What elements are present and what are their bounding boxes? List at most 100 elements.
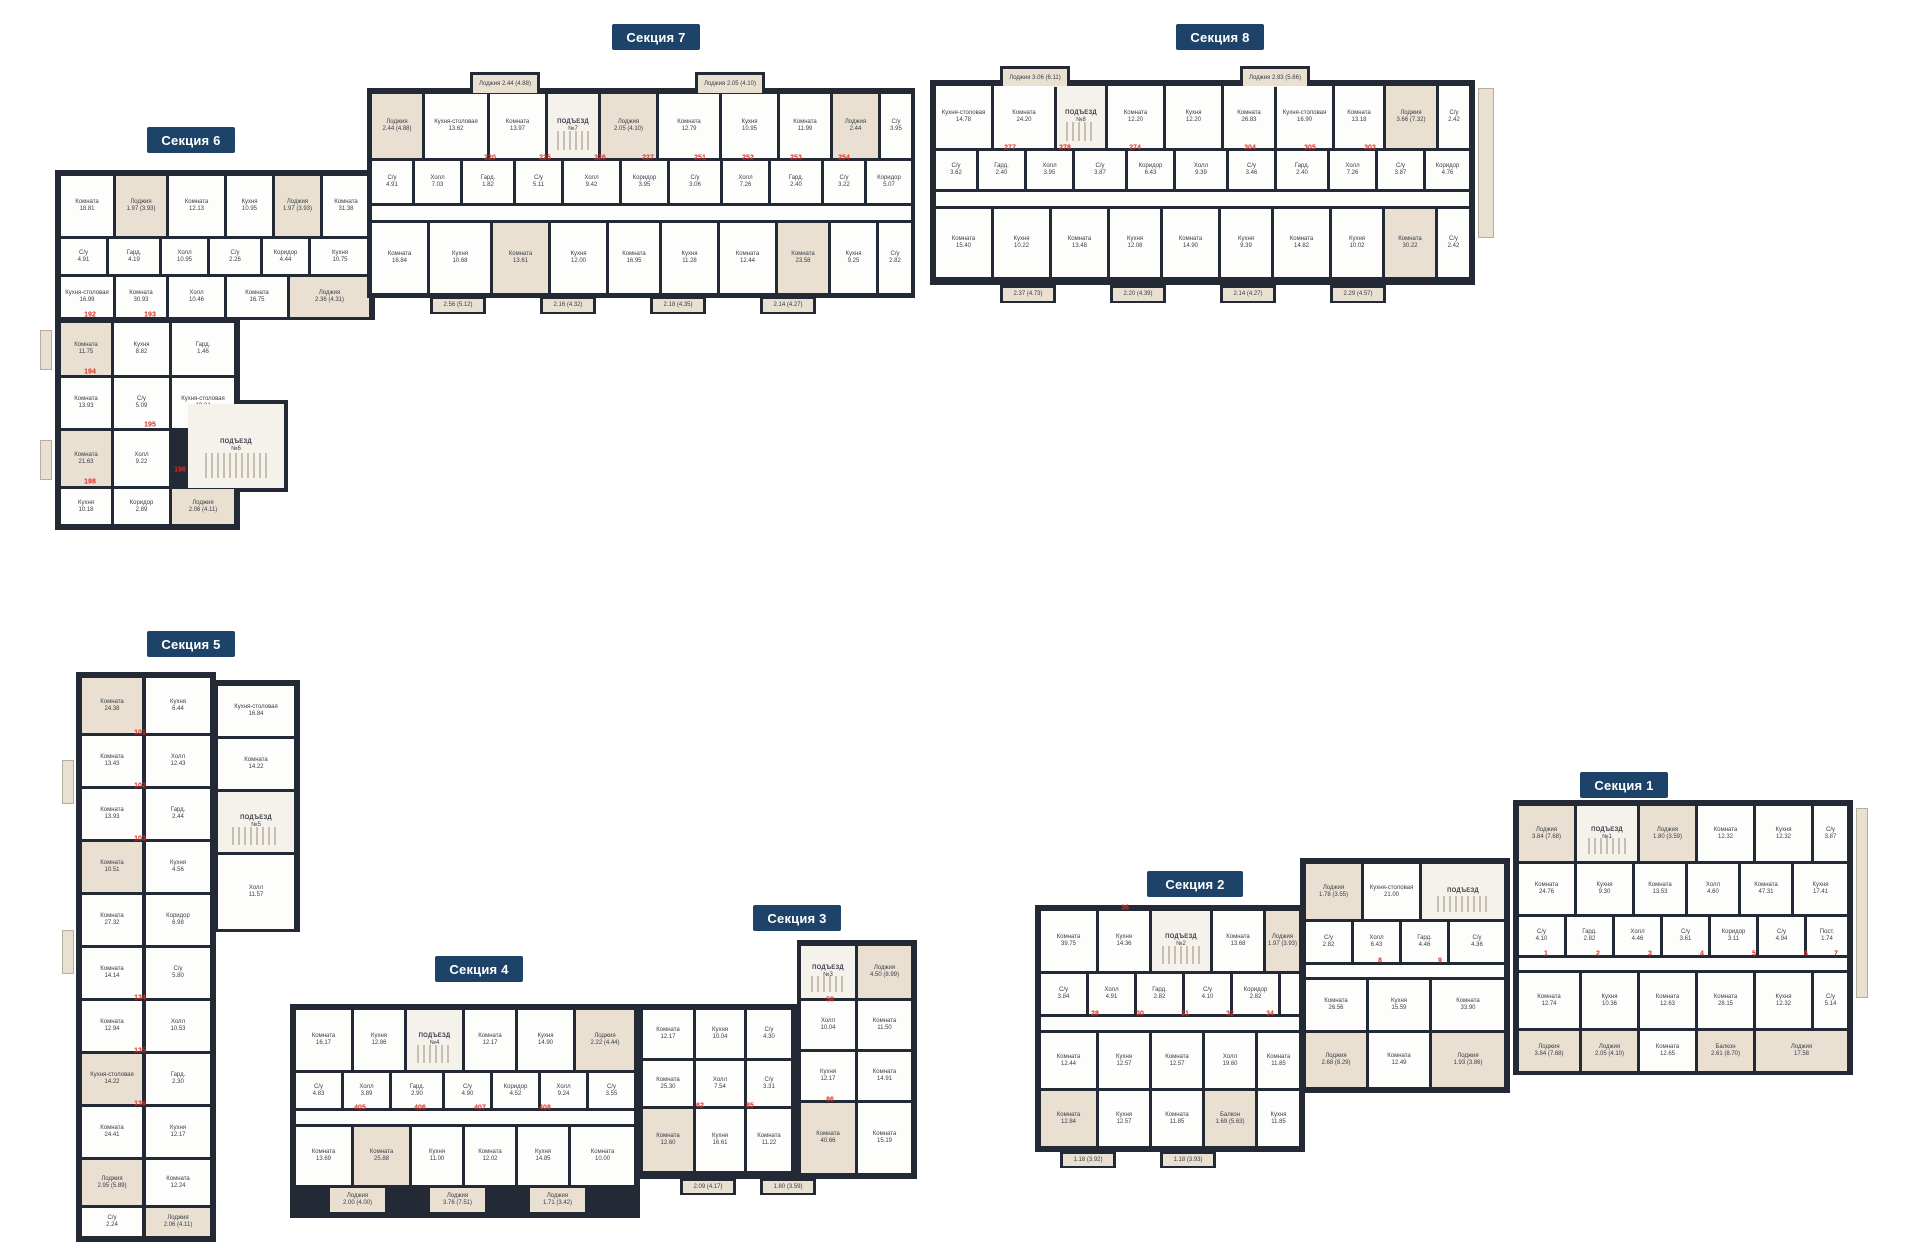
apartment-number[interactable]: 220 xyxy=(484,154,496,162)
apartment-number[interactable]: 304 xyxy=(1244,144,1256,152)
apartment-number[interactable]: 8 xyxy=(1378,957,1382,965)
room-area: 3.95 xyxy=(638,182,651,188)
apartment-number[interactable]: 195 xyxy=(144,421,156,429)
room-area: 3.87 xyxy=(1824,833,1837,840)
apartment-number[interactable]: 32 xyxy=(1226,1010,1234,1018)
apartment-number[interactable]: 194 xyxy=(84,368,96,376)
apartment-number[interactable]: 85 xyxy=(746,1102,754,1110)
apartment-number[interactable]: 278 xyxy=(1059,144,1071,152)
room-area: 4.19 xyxy=(128,256,140,263)
room xyxy=(1281,974,1299,1014)
room-label: Лоджия xyxy=(1322,884,1345,891)
room-label: Балкон xyxy=(1219,1111,1241,1118)
apartment-number[interactable]: 7 xyxy=(1834,950,1838,958)
room-area: 2.42 xyxy=(1448,117,1460,123)
room-label: Комната xyxy=(1456,998,1480,1004)
section-title: Секция 3 xyxy=(753,905,841,931)
apartment-number[interactable]: 405 xyxy=(354,1104,366,1112)
apartment-number[interactable]: 9 xyxy=(1438,957,1442,965)
room-label: Кухня xyxy=(451,251,469,257)
apartment-number[interactable]: 86 xyxy=(826,1096,834,1104)
room-area: №8 xyxy=(1076,117,1086,123)
room: Гард.2.90 xyxy=(392,1073,442,1108)
apartment-number[interactable]: 254 xyxy=(838,154,850,162)
apartment-number[interactable]: 5 xyxy=(1752,950,1756,958)
room-label: Гард. xyxy=(409,1083,425,1090)
room-label: Комната xyxy=(1289,236,1314,242)
balcony-outline xyxy=(40,440,52,480)
apartment-number[interactable]: 31 xyxy=(1181,1010,1189,1018)
apartment-number[interactable]: 251 xyxy=(694,154,706,162)
apartment-number[interactable]: 406 xyxy=(414,1104,426,1112)
apartment-number[interactable]: 303 xyxy=(1364,144,1376,152)
apartment-number[interactable]: 103 xyxy=(134,835,146,843)
room-label: Комната xyxy=(656,1076,680,1083)
room-area: 12.57 xyxy=(1116,1118,1132,1125)
apartment-number[interactable]: 28 xyxy=(1091,1010,1099,1018)
apartment-number[interactable]: 2 xyxy=(1596,950,1600,958)
room-label: Коридор xyxy=(166,913,190,919)
apartment-number[interactable]: 253 xyxy=(790,154,802,162)
room: Лоджия 3.06 (6.11) xyxy=(1003,69,1067,87)
room-area: 3.76 (7.51) xyxy=(442,1200,473,1206)
apartment-number[interactable]: 30 xyxy=(1136,1010,1144,1018)
room-label: Коридор xyxy=(273,249,298,256)
apartment-number[interactable]: 198 xyxy=(84,478,96,486)
apartment-number[interactable]: 34 xyxy=(1266,1010,1274,1018)
room-area: 8.82 xyxy=(135,349,148,355)
apartment-number[interactable]: 252 xyxy=(742,154,754,162)
apartment-number[interactable]: 408 xyxy=(539,1104,551,1112)
room-area: 26.83 xyxy=(1241,117,1257,123)
room-area: 3.46 xyxy=(1245,170,1258,176)
apartment-number[interactable]: 196 xyxy=(174,466,186,474)
room-label: Лоджия xyxy=(1400,110,1422,116)
apartment-number[interactable]: 58 xyxy=(826,996,834,1004)
apartment-number[interactable]: 4 xyxy=(1700,950,1704,958)
room-label: С/у xyxy=(951,163,961,169)
apartment-number[interactable]: 274 xyxy=(1129,144,1141,152)
apartment-number[interactable]: 62 xyxy=(696,1102,704,1110)
apartment-number[interactable]: 6 xyxy=(1804,950,1808,958)
apartment-number[interactable]: 225 xyxy=(539,154,551,162)
apartment-number[interactable]: 277 xyxy=(1004,144,1016,152)
apartment-number[interactable]: 1 xyxy=(1544,950,1548,958)
apartment-number[interactable]: 3 xyxy=(1648,950,1652,958)
room: Гард.2.82 xyxy=(1567,917,1612,955)
room-label: Комната xyxy=(872,1018,897,1024)
apartment-number[interactable]: 407 xyxy=(474,1104,486,1112)
room-label: Лоджия xyxy=(346,1193,369,1199)
apartment-number[interactable]: 227 xyxy=(642,154,654,162)
apartment-number[interactable]: 136 xyxy=(134,1100,146,1108)
room-label: Холл xyxy=(556,1083,571,1090)
apartment-number[interactable]: 305 xyxy=(1304,144,1316,152)
apartment-number[interactable]: 102 xyxy=(134,782,146,790)
room-label: Холл xyxy=(1042,163,1057,169)
room-label: Холл xyxy=(820,1018,836,1024)
room-label: Кухня xyxy=(331,249,349,256)
room-label: Коридор xyxy=(1243,987,1268,993)
room-area: 24.41 xyxy=(104,1132,120,1138)
room-label: Коридор xyxy=(1435,163,1460,169)
apartment-number[interactable]: 134 xyxy=(134,994,146,1002)
apartment-number[interactable]: 36 xyxy=(1121,904,1129,912)
apartment-number[interactable]: 226 xyxy=(594,154,606,162)
apartment-number[interactable]: 101 xyxy=(134,729,146,737)
apartment-number[interactable]: 135 xyxy=(134,1047,146,1055)
apartment-number[interactable]: 193 xyxy=(144,311,156,319)
apartment-number[interactable]: 192 xyxy=(84,311,96,319)
room-area: 24.76 xyxy=(1538,889,1554,895)
room-area: 12.63 xyxy=(1659,1000,1675,1007)
